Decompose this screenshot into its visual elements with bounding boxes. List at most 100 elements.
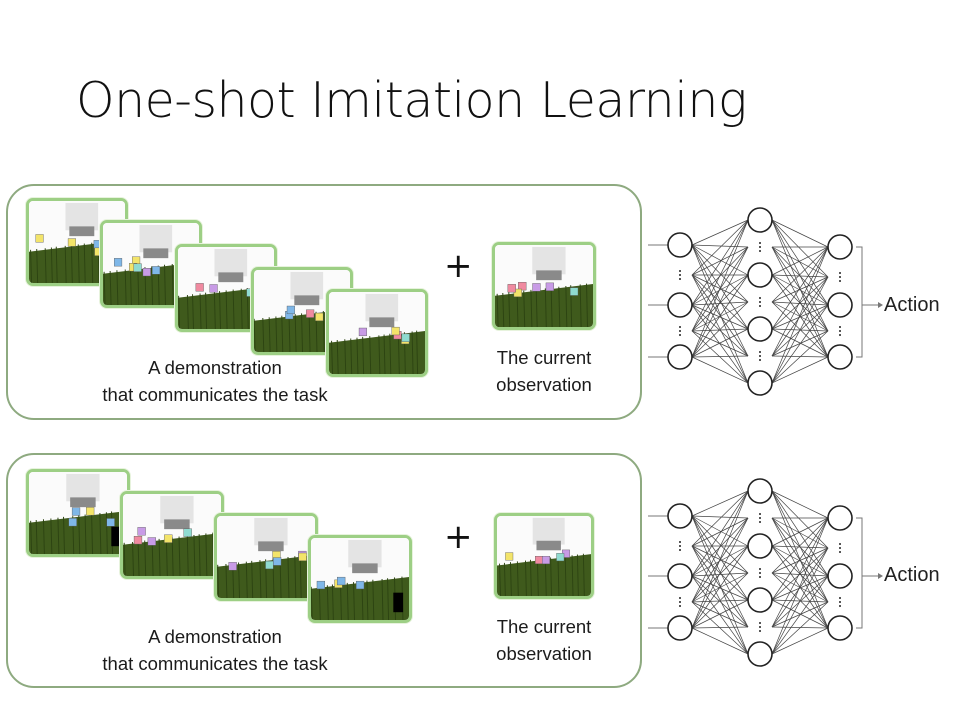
demo-caption-line2: that communicates the task [102,384,328,405]
ellipsis-dot [759,355,761,357]
ellipsis-dot [679,605,681,607]
neuron-node [667,232,693,258]
connection-line [691,599,749,629]
connection-line [691,545,749,603]
connection-line [691,515,749,519]
connection-line [771,276,829,384]
neuron-node [827,615,853,641]
ellipsis-dot [679,601,681,603]
connection-line [691,301,749,306]
ellipsis-dot [759,246,761,248]
connection-line [771,545,829,549]
connection-line [771,328,829,358]
connection-line [771,356,829,384]
ellipsis-dot [839,605,841,607]
neuron-node [747,478,773,504]
connection-line [691,274,749,384]
demo-caption: A demonstration that communicates the ta… [80,354,350,408]
connection-line [691,274,749,358]
ellipsis-dot [839,551,841,553]
neuron-node [747,370,773,396]
connection-line [771,246,829,332]
connection-line [771,490,829,519]
connection-line [771,599,829,629]
ellipsis-dot [759,630,761,632]
ellipsis-dot [679,274,681,276]
connection-line [771,517,829,549]
ellipsis-dot [759,351,761,353]
ellipsis-dot [759,622,761,624]
ellipsis-dot [839,597,841,599]
demo-caption: A demonstration that communicates the ta… [80,623,350,677]
connection-line [771,545,829,577]
observation-frame [494,513,594,599]
demo-caption-line1: A demonstration [148,357,282,378]
connection-line [771,572,829,577]
ellipsis-dot [759,305,761,307]
connection-line [771,219,829,248]
connection-line [771,246,829,303]
ellipsis-dot [759,568,761,570]
neuron-node [747,587,773,613]
demo-frame-2 [120,491,224,579]
connection-line [691,219,749,332]
connection-line [691,219,749,246]
connection-line [691,575,749,628]
neuron-node [667,344,693,370]
scene-image [29,201,125,283]
connection-line [691,304,749,357]
connection-line [771,276,829,357]
connection-line [691,328,749,332]
connection-line [771,490,829,549]
ellipsis-dot [759,301,761,303]
neuron-node [827,563,853,589]
connection-line [771,330,829,384]
connection-line [691,490,749,629]
scene-image [123,494,221,576]
connection-line [691,490,749,547]
connection-line [691,627,749,655]
connection-line [691,572,749,629]
demo-frame-1 [26,198,128,286]
connection-line [691,517,749,547]
ellipsis-dot [679,549,681,551]
plus-sign: + [444,517,473,557]
connection-line [771,219,829,278]
neuron-node [667,563,693,589]
ellipsis-dot [759,626,761,628]
ellipsis-dot [679,545,681,547]
observation-frame [492,242,596,330]
connection-line [771,601,829,655]
connection-line [771,517,829,601]
ellipsis-dot [759,521,761,523]
neuron-node [667,615,693,641]
action-label: Action [884,294,940,316]
connection-line [771,626,829,629]
neuron-node [747,316,773,342]
connection-line [691,599,749,603]
task-panel-1: A demonstration that communicates the ta… [6,184,642,420]
connection-line [771,304,829,384]
connection-line [771,547,829,628]
connection-line [771,219,829,306]
arrow-head-icon [878,302,883,308]
connection-line [691,330,749,384]
connection-line [691,517,749,629]
connection-line [771,246,829,330]
ellipsis-dot [759,576,761,578]
output-bracket [856,517,863,629]
connection-line [691,244,749,357]
connection-line [771,517,829,628]
demo-frame-5 [326,289,428,377]
observation-caption-line2: observation [496,374,592,395]
ellipsis-dot [839,543,841,545]
connection-line [691,244,749,276]
connection-line [691,301,749,358]
connection-line [691,328,749,358]
scene-image [495,245,593,327]
connection-line [771,517,829,603]
connection-line [771,490,829,577]
observation-caption: The current observation [474,344,614,398]
connection-line [691,274,749,306]
task-panel-2: A demonstration that communicates the ta… [6,453,642,688]
